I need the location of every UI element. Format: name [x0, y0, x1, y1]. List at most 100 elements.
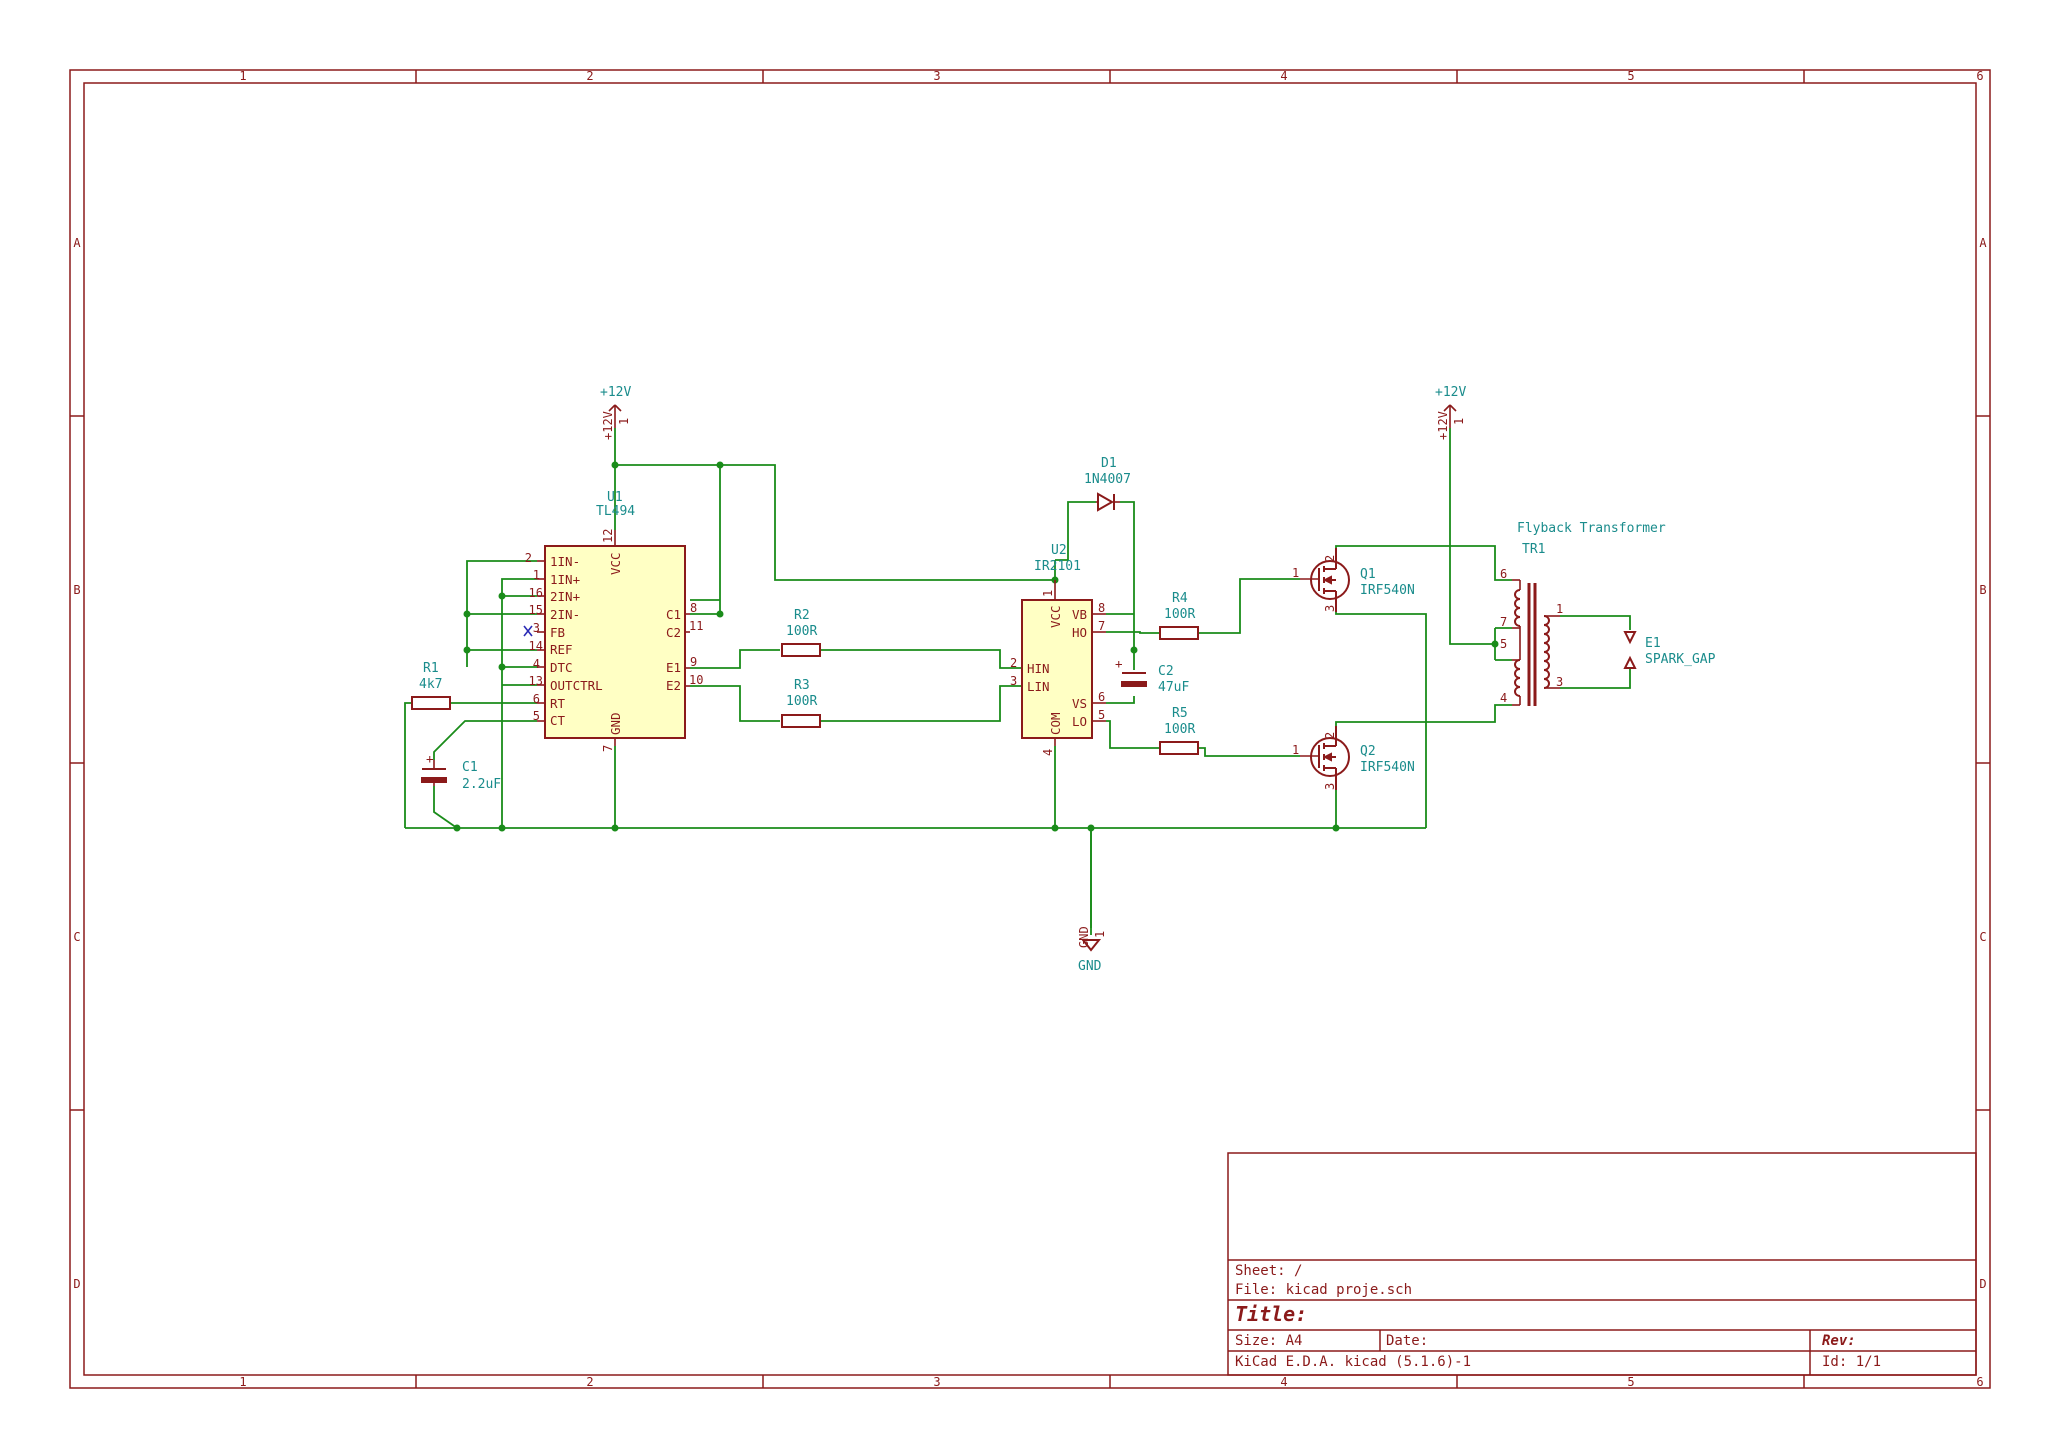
r5-resistor[interactable]: R5 100R: [1159, 706, 1199, 755]
tr1-flyback-transformer[interactable]: Flyback Transformer TR1 6 7 5 4 1 3: [1500, 521, 1666, 706]
tr1-pin-num: 1: [1556, 602, 1563, 616]
r3-body: [781, 714, 821, 728]
r3-ref: R3: [794, 678, 810, 693]
u1-pin-name: 2IN+: [550, 589, 580, 604]
zone-row-left: A: [73, 236, 81, 250]
junction-dot: [716, 610, 724, 618]
junction-dot: [611, 824, 619, 832]
junction-dot: [1130, 646, 1138, 654]
u1-pin-name: REF: [550, 642, 573, 657]
vcc-left-pin-name: +12V: [601, 411, 615, 440]
r1-ref: R1: [423, 661, 439, 676]
u1-ref: U1: [607, 490, 623, 505]
q1-body: [1310, 560, 1350, 600]
u2-pin-name: LO: [1072, 714, 1087, 729]
e1-spark-gap[interactable]: E1 SPARK_GAP: [1623, 631, 1716, 669]
e1-ref: E1: [1645, 636, 1661, 651]
q2-pin-num: 3: [1323, 783, 1337, 790]
tr1-pin-num: 7: [1500, 615, 1507, 629]
r2-resistor[interactable]: R2 100R: [781, 608, 821, 657]
tr1-pin-num: 5: [1500, 637, 1507, 651]
title-block: Sheet: / File: kicad proje.sch Title: Si…: [1227, 1152, 1977, 1376]
c1-value: 2.2uF: [462, 777, 501, 792]
u1-pin-num: 5: [533, 709, 540, 723]
u1-pin-num: 1: [533, 568, 540, 582]
zone-row-right: B: [1979, 583, 1986, 597]
u1-pin-num: 3: [533, 621, 540, 635]
r1-body: [411, 696, 451, 710]
zone-labels: 1 2 3 4 5 6 1 2 3 4 5 6 A B C D A B C D: [73, 69, 1987, 1389]
c2-ref: C2: [1158, 664, 1174, 679]
c1-capacitor[interactable]: + C1 2.2uF: [421, 751, 501, 792]
junction-dot: [1491, 640, 1499, 648]
u1-pin-name: DTC: [550, 660, 573, 675]
u2-pin-num: 2: [1010, 656, 1017, 670]
zone-row-right: C: [1979, 930, 1986, 944]
c2-capacitor[interactable]: + C2 47uF: [1115, 656, 1189, 695]
zone-col-top: 4: [1280, 69, 1287, 83]
u1-pin-name: 1IN+: [550, 572, 580, 587]
zone-row-left: D: [73, 1277, 80, 1291]
u1-pin-name: GND: [608, 712, 623, 735]
title-block-title: Title:: [1235, 1302, 1307, 1326]
u1-pin-name: FB: [550, 625, 565, 640]
u1-pin-num: 14: [529, 639, 543, 653]
q2-body: [1310, 737, 1350, 777]
u2-pin-num: 7: [1098, 619, 1105, 633]
u1-pin-name: OUTCTRL: [550, 678, 603, 693]
junction-dot: [1332, 824, 1340, 832]
c2-value: 47uF: [1158, 680, 1189, 695]
zone-col-bottom: 1: [239, 1375, 246, 1389]
u1-pin-name: 2IN-: [550, 607, 580, 622]
d1-value: 1N4007: [1084, 472, 1131, 487]
q2-pin-num: 1: [1292, 743, 1299, 757]
no-connect-icon: [523, 625, 533, 637]
r4-value: 100R: [1164, 607, 1195, 622]
power-gnd[interactable]: GND 1 GND: [1077, 926, 1107, 974]
zone-row-left: C: [73, 930, 80, 944]
q1-mosfet[interactable]: 1 2 3 Q1 IRF540N: [1292, 548, 1415, 612]
tr1-pin-num: 4: [1500, 691, 1507, 705]
title-block-tool: KiCad E.D.A. kicad (5.1.6)-1: [1235, 1354, 1471, 1370]
u2-pin-name: LIN: [1027, 679, 1050, 694]
d1-diode[interactable]: D1 1N4007: [1084, 456, 1131, 512]
u2-pin-num: 5: [1098, 708, 1105, 722]
u1-pin-name: C1: [666, 607, 681, 622]
r4-body: [1159, 626, 1199, 640]
q1-ref: Q1: [1360, 567, 1376, 582]
u2-body: [1021, 599, 1093, 739]
junction-dot: [463, 646, 471, 654]
u1-pin-num: 10: [689, 673, 703, 687]
u1-value: TL494: [596, 504, 635, 519]
q1-pin-num: 1: [1292, 566, 1299, 580]
u1-pin-num: 4: [533, 657, 540, 671]
u1-pin-num: 16: [529, 586, 543, 600]
zone-col-top: 3: [933, 69, 940, 83]
power-vcc-left[interactable]: +12V +12V 1: [600, 385, 631, 440]
r4-resistor[interactable]: R4 100R: [1159, 591, 1199, 640]
u1-pin-num: 13: [529, 674, 543, 688]
power-vcc-right[interactable]: +12V +12V 1: [1435, 385, 1466, 440]
r1-resistor[interactable]: R1 4k7: [411, 661, 451, 710]
junction-dot: [611, 461, 619, 469]
u2-value: IR2101: [1034, 559, 1081, 574]
title-block-sheet: Sheet: /: [1235, 1263, 1302, 1279]
r2-ref: R2: [794, 608, 810, 623]
zone-col-bottom: 4: [1280, 1375, 1287, 1389]
title-block-file: File: kicad proje.sch: [1235, 1282, 1412, 1298]
r3-resistor[interactable]: R3 100R: [781, 678, 821, 728]
zone-row-left: B: [73, 583, 80, 597]
u2-ir2101[interactable]: U2 IR2101 HIN 2 LIN 3 VB 8 HO 7 VS 6 LO …: [1010, 543, 1106, 756]
u1-pin-name: 1IN-: [550, 554, 580, 569]
u2-pin-name: HIN: [1027, 661, 1050, 676]
zone-col-top: 5: [1627, 69, 1634, 83]
r1-value: 4k7: [419, 677, 442, 692]
gnd-pin-name: GND: [1077, 926, 1091, 948]
title-block-date: Date:: [1386, 1333, 1428, 1349]
sheet-frame: [69, 69, 1991, 1389]
u1-pin-name: C2: [666, 625, 681, 640]
zone-col-top: 2: [586, 69, 593, 83]
q2-mosfet[interactable]: 1 2 3 Q2 IRF540N: [1292, 726, 1415, 790]
u1-tl494[interactable]: U1 TL494 2 1IN- 1 1IN+ 16 2IN+ 15 2IN- 3: [523, 490, 703, 752]
